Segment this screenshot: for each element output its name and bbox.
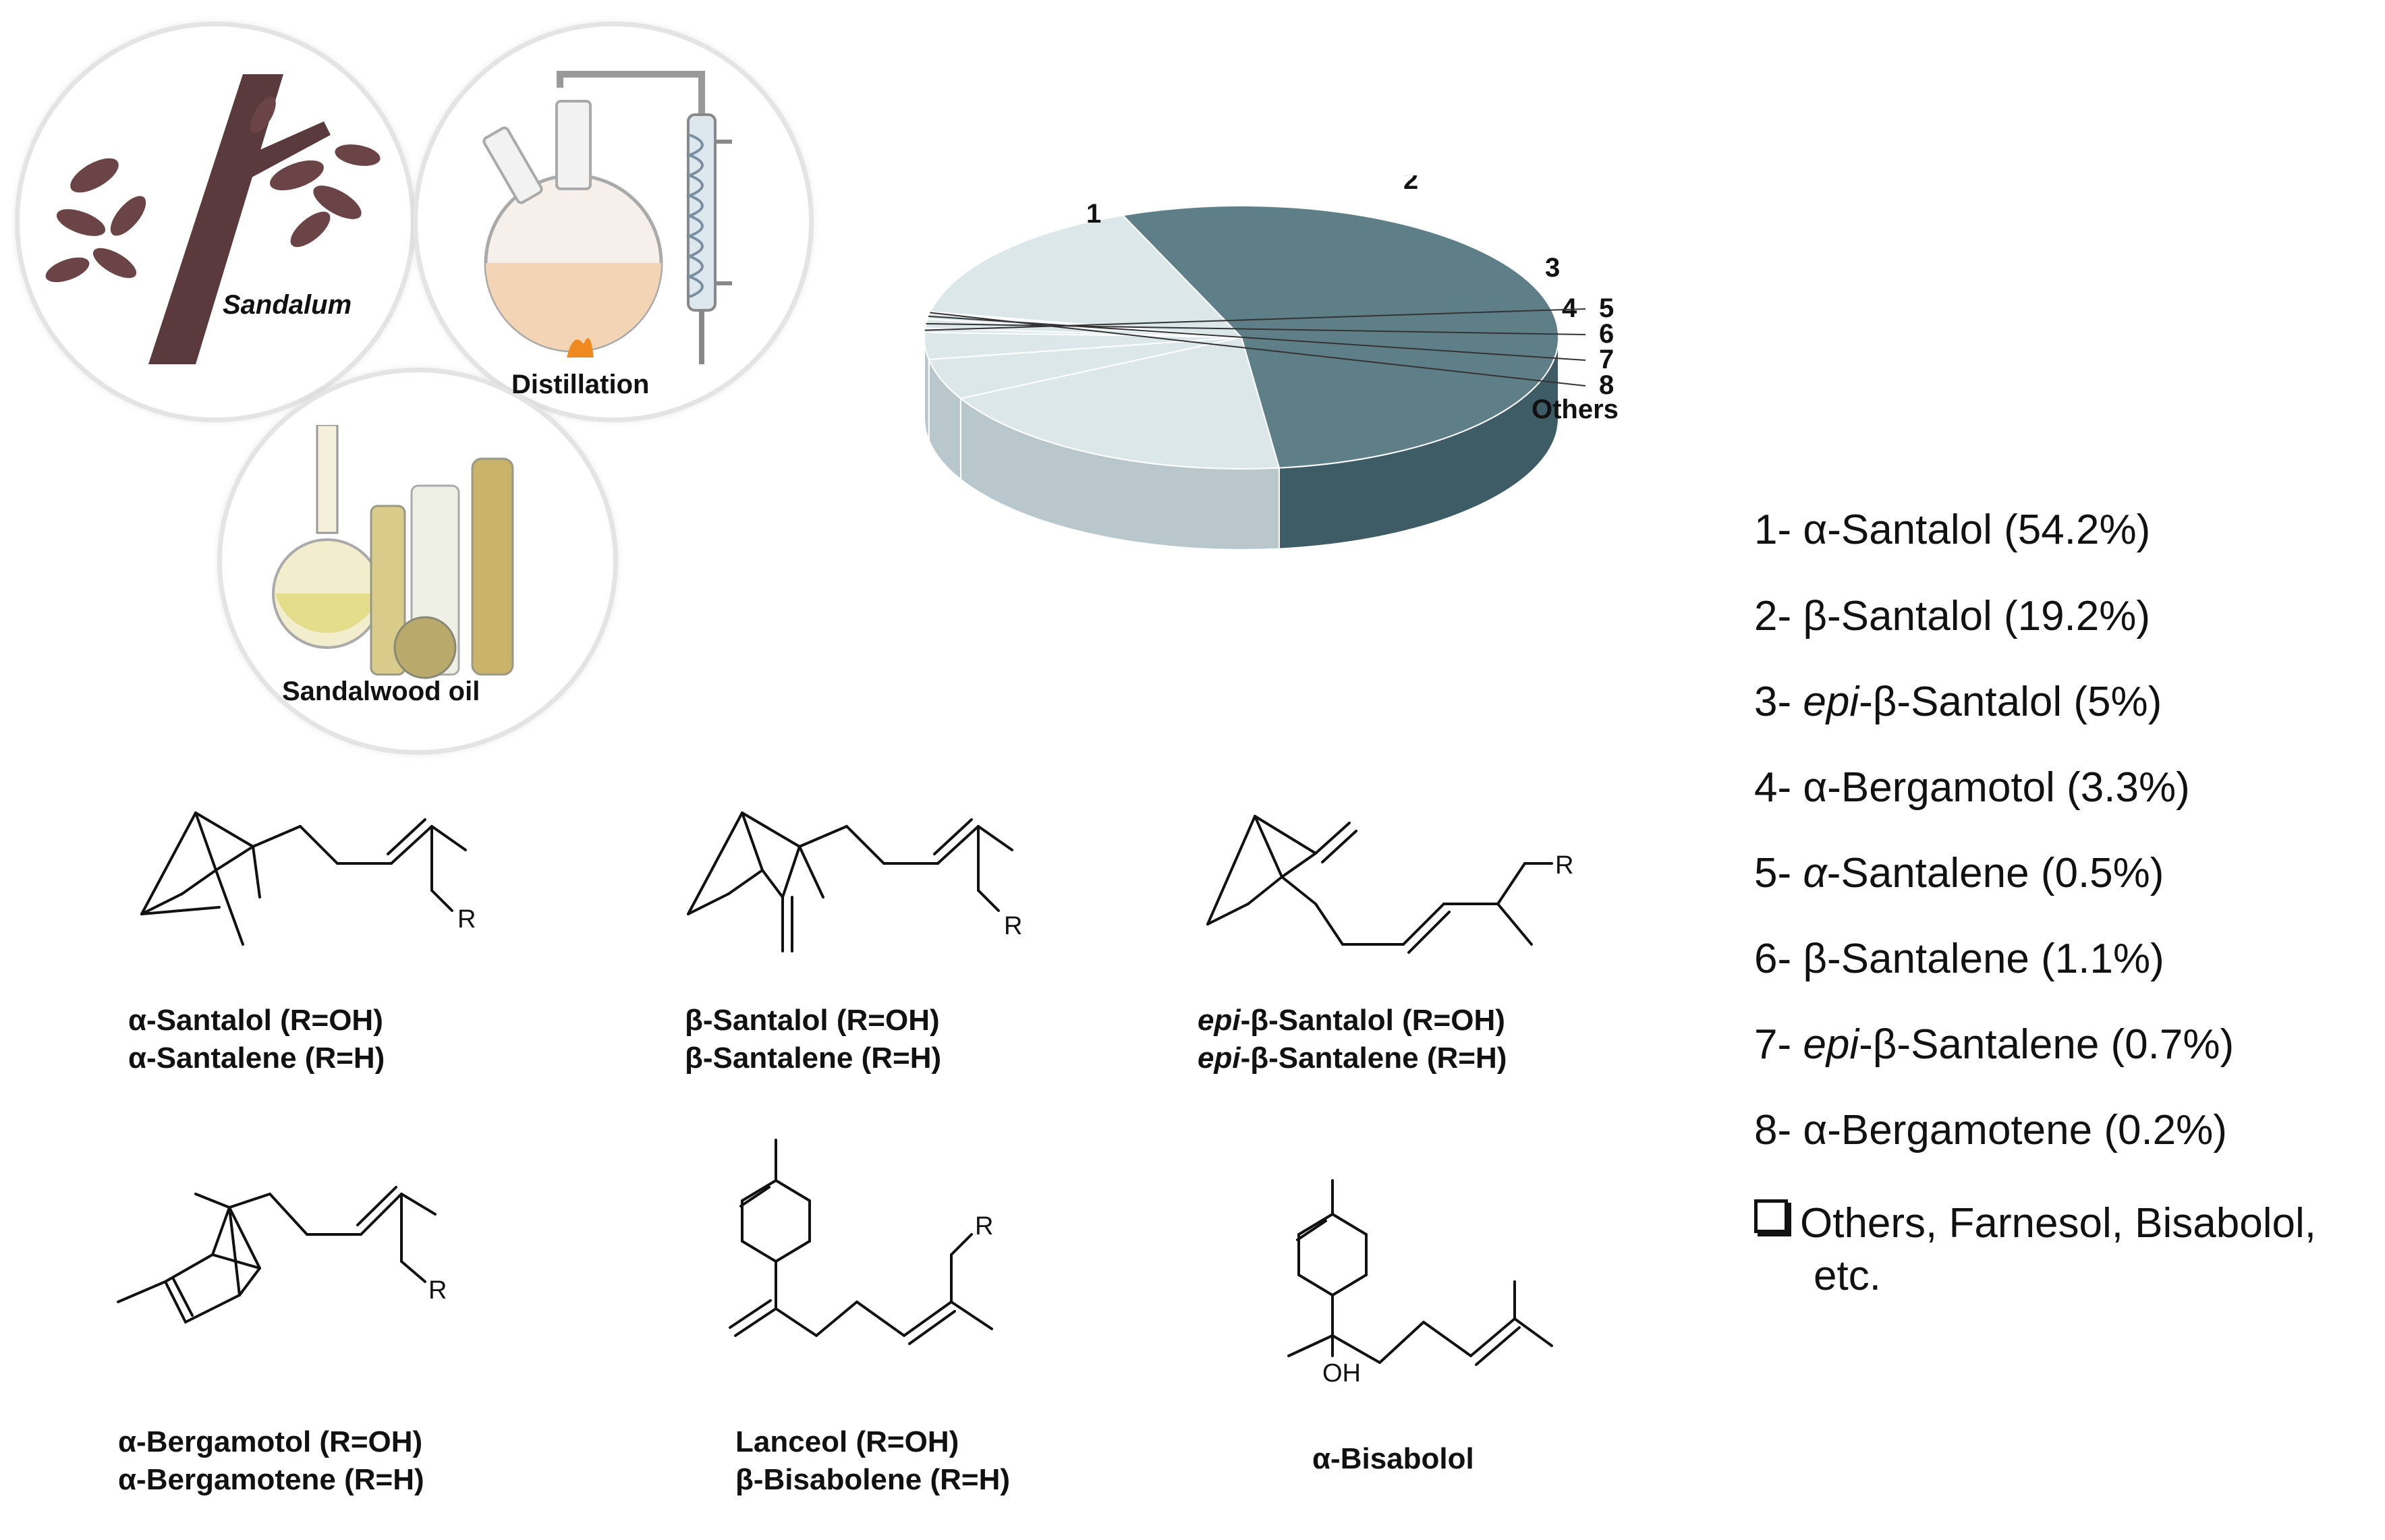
legend-name: α-Santalol (54.2%): [1803, 507, 2151, 553]
compound-epi: epi: [1198, 1042, 1241, 1075]
compound-name-line2: β-Bisabolene (R=H): [735, 1463, 1011, 1496]
legend-name: β-Santalol (19.2%): [1803, 593, 2151, 639]
pie-label-Others: Others: [1532, 395, 1619, 424]
legend-item-6: 6- β-Santalene (1.1%): [1754, 935, 2164, 983]
legend-prefix: 8-: [1754, 1107, 1803, 1153]
checkbox-icon: [1754, 1199, 1788, 1233]
pie-label-7: 7: [1599, 345, 1614, 374]
distillation-apparatus-icon: [482, 71, 732, 364]
oil-bottles-icon: [272, 425, 514, 679]
sandalwood-tree-icon: [45, 74, 381, 364]
legend-prefix: 5-: [1754, 850, 1803, 896]
legend-item-5: 5- α-Santalene (0.5%): [1754, 849, 2164, 897]
alpha-santalol-structure: R: [140, 811, 476, 946]
legend-name: α-Bergamotol (3.3%): [1803, 764, 2190, 811]
compound-epi: epi: [1198, 1004, 1241, 1037]
compound-name-line2: α-Bergamotene (R=H): [118, 1463, 424, 1496]
pie-leader-5: [924, 308, 1586, 331]
legend-name: -β-Santalene (0.7%): [1859, 1021, 2235, 1068]
compound-label-lanceol: Lanceol (R=OH) β-Bisabolene (R=H): [735, 1423, 1010, 1499]
pie-leader-8: [930, 312, 1586, 387]
tree-label: Sandalum: [223, 290, 352, 320]
compound-name-line1: α-Bisabolol: [1312, 1442, 1474, 1475]
epi-beta-santalol-structure: R: [1206, 815, 1573, 954]
pie-label-3: 3: [1545, 253, 1560, 283]
legend-prefix: 6-: [1754, 936, 1803, 982]
legend-others-line1: Others, Farnesol, Bisabolol,: [1800, 1200, 2317, 1247]
legend-name: -Santalene (0.5%): [1826, 850, 2164, 896]
legend-prefix: 4-: [1754, 764, 1803, 811]
legend-item-8: 8- α-Bergamotene (0.2%): [1754, 1106, 2227, 1154]
legend-item-4: 4- α-Bergamotol (3.3%): [1754, 764, 2190, 811]
pie-label-6: 6: [1599, 319, 1614, 349]
legend-item-others: Others, Farnesol, Bisabolol, etc.: [1754, 1197, 2316, 1303]
compound-name-line1: β-Santalol (R=OH): [685, 1004, 940, 1037]
legend-item-3: 3- epi-β-Santalol (5%): [1754, 678, 2162, 726]
r-group-label: R: [1004, 912, 1022, 940]
beta-santalol-structure: R: [687, 811, 1022, 952]
legend-item-1: 1- α-Santalol (54.2%): [1754, 506, 2150, 554]
pie-slice-3: [928, 337, 1242, 399]
compound-name-line1: α-Bergamotol (R=OH): [118, 1425, 423, 1458]
legend-name: α-Bergamotene (0.2%): [1803, 1107, 2227, 1153]
legend-prefix: 7-: [1754, 1021, 1803, 1068]
compound-label-beta-santalol: β-Santalol (R=OH) β-Santalene (R=H): [685, 1002, 941, 1077]
legend-name: -β-Santalol (5%): [1859, 679, 2162, 725]
pie-slice-1: [1121, 204, 1559, 469]
pie-label-1: 1: [1086, 199, 1101, 229]
oil-label: Sandalwood oil: [282, 677, 480, 706]
compound-name-line1: α-Santalol (R=OH): [128, 1004, 383, 1037]
pie-label-8: 8: [1599, 370, 1614, 400]
legend-prefix: 1-: [1754, 507, 1803, 553]
pie-leader-6: [926, 322, 1586, 335]
legend-epi: epi: [1803, 679, 1859, 725]
pie-label-2: 2: [1403, 175, 1418, 195]
legend-item-2: 2- β-Santalol (19.2%): [1754, 592, 2150, 640]
legend-prefix: 3-: [1754, 679, 1803, 725]
r-group-label: R: [975, 1212, 993, 1240]
alpha-bisabolol-structure: OH: [1287, 1179, 1553, 1388]
r-group-label: R: [428, 1276, 447, 1305]
legend-others-line2: etc.: [1814, 1253, 1881, 1299]
compound-name-line2: α-Santalene (R=H): [128, 1042, 385, 1075]
pie-leader-7: [928, 315, 1586, 361]
r-group-label: R: [1555, 851, 1573, 880]
pie-label-5: 5: [1599, 293, 1614, 323]
compound-name-line1: -β-Santalol (R=OH): [1240, 1004, 1505, 1037]
compound-label-alpha-bergamotol: α-Bergamotol (R=OH) α-Bergamotene (R=H): [118, 1423, 424, 1499]
compound-label-epi-beta-santalol: epi-β-Santalol (R=OH) epi-β-Santalene (R…: [1198, 1002, 1507, 1077]
pie-slice-Others: [929, 215, 1243, 339]
distillation-label: Distillation: [511, 370, 650, 399]
pie-label-4: 4: [1562, 293, 1577, 323]
compound-label-alpha-santalol: α-Santalol (R=OH) α-Santalene (R=H): [128, 1002, 385, 1077]
compound-name-line2: β-Santalene (R=H): [685, 1042, 942, 1075]
legend-name: β-Santalene (1.1%): [1803, 936, 2164, 982]
compound-label-alpha-bisabolol: α-Bisabolol: [1312, 1440, 1474, 1478]
legend-alpha: α: [1803, 850, 1827, 896]
legend-prefix: 2-: [1754, 593, 1803, 639]
legend-epi: epi: [1803, 1021, 1859, 1068]
alpha-bergamotol-structure: R: [117, 1186, 447, 1323]
r-group-label: R: [457, 905, 476, 934]
legend-item-7: 7- epi-β-Santalene (0.7%): [1754, 1021, 2234, 1068]
oh-group-label: OH: [1322, 1359, 1361, 1388]
pie-slice-2: [959, 336, 1281, 469]
compound-name-line1: Lanceol (R=OH): [735, 1425, 959, 1458]
compound-name-line2: -β-Santalene (R=H): [1240, 1042, 1507, 1075]
lanceol-structure: R: [729, 1139, 993, 1345]
